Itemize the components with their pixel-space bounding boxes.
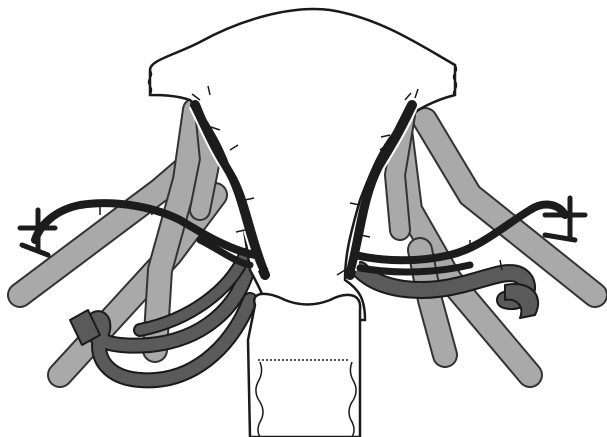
organ-cervix: [248, 294, 360, 437]
right-light-vessel-group: [395, 115, 595, 375]
